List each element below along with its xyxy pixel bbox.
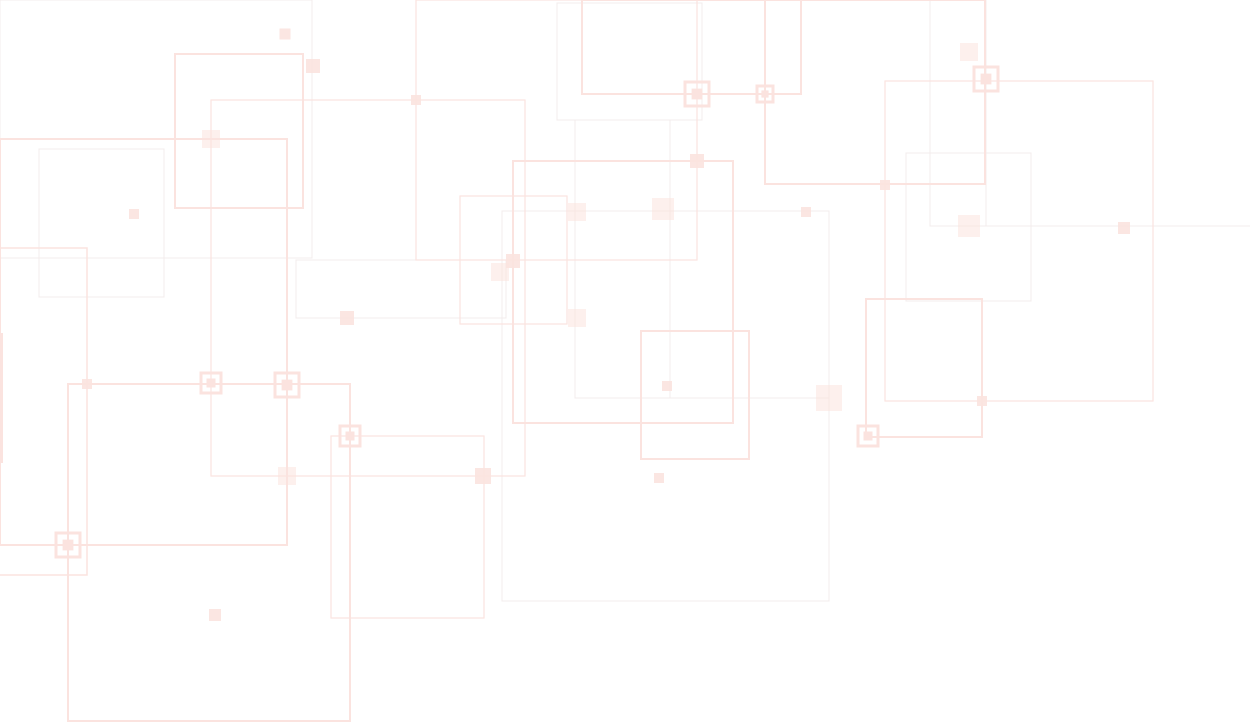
faint-square-layer bbox=[0, 0, 1250, 602]
ring-node bbox=[54, 531, 82, 559]
square-outline bbox=[764, 0, 986, 185]
square-node bbox=[340, 311, 354, 325]
square-outline bbox=[640, 330, 750, 460]
square-outline bbox=[865, 298, 983, 438]
ring-node-core bbox=[345, 431, 355, 441]
square-node bbox=[568, 309, 586, 327]
ring-node bbox=[199, 371, 223, 395]
square-outline bbox=[0, 138, 288, 546]
ring-node bbox=[856, 424, 880, 448]
square-node bbox=[960, 43, 978, 61]
faint-square bbox=[574, 119, 671, 399]
square-node bbox=[491, 263, 509, 281]
square-node bbox=[654, 473, 664, 483]
square-outline-layer bbox=[0, 0, 1154, 722]
square-outline bbox=[581, 0, 802, 95]
ring-node bbox=[338, 424, 362, 448]
square-node bbox=[1118, 222, 1130, 234]
faint-square bbox=[929, 0, 987, 227]
square-node bbox=[652, 198, 674, 220]
ring-node-core bbox=[206, 378, 216, 388]
square-node bbox=[977, 396, 987, 406]
faint-square bbox=[295, 259, 507, 319]
square-outline bbox=[884, 80, 1154, 402]
square-outline bbox=[210, 99, 526, 477]
square-outline bbox=[67, 383, 351, 722]
square-node bbox=[568, 203, 586, 221]
square-node bbox=[958, 215, 980, 237]
ring-node-core bbox=[761, 90, 769, 98]
square-node bbox=[690, 154, 704, 168]
ring-node bbox=[683, 80, 711, 108]
square-node bbox=[279, 28, 291, 40]
node-layer bbox=[54, 28, 1130, 621]
ring-node bbox=[755, 84, 775, 104]
ring-node-core bbox=[281, 379, 293, 391]
ring-node bbox=[273, 371, 301, 399]
square-node bbox=[801, 207, 811, 217]
square-node bbox=[209, 609, 221, 621]
square-node bbox=[306, 59, 320, 73]
faint-square bbox=[501, 210, 830, 602]
faint-square bbox=[0, 0, 313, 259]
ring-node-core bbox=[863, 431, 873, 441]
faint-square bbox=[905, 152, 1032, 302]
square-node bbox=[506, 254, 520, 268]
square-outline bbox=[330, 435, 485, 619]
square-node bbox=[278, 467, 296, 485]
ring-node-core bbox=[691, 88, 703, 100]
square-node bbox=[129, 209, 139, 219]
square-outline bbox=[415, 0, 698, 261]
ring-node bbox=[972, 65, 1000, 93]
square-node bbox=[662, 381, 672, 391]
faint-square bbox=[38, 148, 165, 298]
square-outline bbox=[0, 333, 3, 463]
square-outline bbox=[174, 53, 304, 209]
faint-square bbox=[556, 2, 703, 121]
square-node bbox=[880, 180, 890, 190]
square-outline bbox=[0, 247, 88, 576]
ring-node-core bbox=[980, 73, 992, 85]
square-node bbox=[202, 130, 220, 148]
square-node bbox=[411, 95, 421, 105]
square-node bbox=[816, 385, 842, 411]
ring-node-core bbox=[62, 539, 74, 551]
square-node bbox=[82, 379, 92, 389]
square-outline bbox=[512, 160, 734, 424]
square-node bbox=[475, 468, 491, 484]
